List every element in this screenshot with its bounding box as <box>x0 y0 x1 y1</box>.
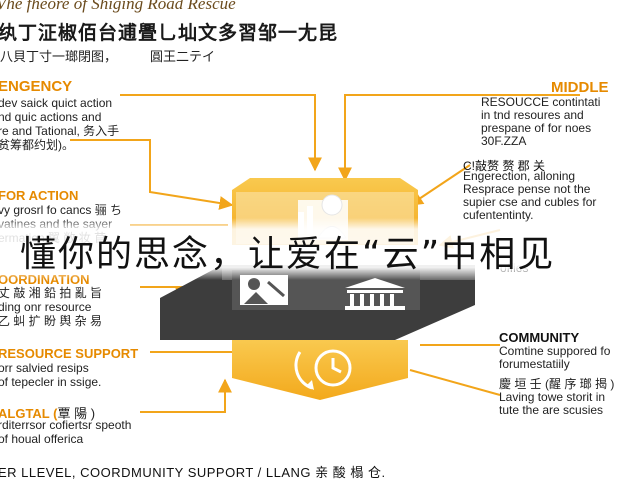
emergency-heading: ENGENCY <box>0 78 73 95</box>
resource-support-heading: RESOURCE SUPPORT <box>0 346 139 361</box>
overlay-banner <box>0 218 640 280</box>
clock-arrow-icon <box>294 349 352 390</box>
lower-tier-shape <box>232 340 408 400</box>
middle-body: RESOUCCE contintati in tnd resoures and … <box>481 95 601 148</box>
diagram-subtitle-line-right: 圓王二テイ <box>150 49 216 64</box>
lower-heading: 慶 垣 壬 (醒 序 瑯 揭 ) <box>499 377 615 391</box>
digital-heading: ALGTAL (覃 陽 ) <box>0 406 96 421</box>
for-action-heading: FOR ACTION <box>0 188 79 203</box>
resource-support-body: orr salvied resips of tepecler in ssige. <box>0 361 102 389</box>
emergency-body: dev saick quict action nd quic actions a… <box>0 96 120 152</box>
middle-heading: MIDDLE <box>551 79 609 96</box>
diagram-subtitle: 纨丁泟椒佰台逋舋乚圸文多習邹一尢昆 <box>0 23 339 44</box>
overlay-caption: 懂你的思念，让爱在“云”中相见 <box>20 234 556 275</box>
footer-text: ER LLEVEL, COORDMUNITY SUPPORT / LLANG 亲… <box>0 465 386 480</box>
coordination-body: 丈 敲 湘 鉛 拍 亂 旨 ding onr resource 乙 虯 扩 盼 … <box>0 286 103 328</box>
levels-body: Engerection, alloning Resprace pense not… <box>463 169 597 222</box>
levels-heading: C!敲赘 赘 郡 关 <box>463 159 546 173</box>
diagram-title: Vhe fheore of Shiging Road Rescue <box>0 0 236 13</box>
worker-icon <box>240 275 288 305</box>
digital-heading-text: ALGTAL ( <box>0 406 58 421</box>
community-body: Comtine suppored fo forumestatiily <box>499 344 611 371</box>
digital-body: rditerrsor cofiertsr speoth of houal off… <box>0 418 132 446</box>
community-heading: COMMUNITY <box>499 330 580 345</box>
building-icon <box>345 278 405 310</box>
digital-heading-suffix: 覃 陽 <box>57 406 91 421</box>
diagram-subtitle-line: 八貝丁寸一瑯閉图， <box>0 49 118 64</box>
lower-body: Laving towe storit in tute the are scusi… <box>499 390 606 417</box>
